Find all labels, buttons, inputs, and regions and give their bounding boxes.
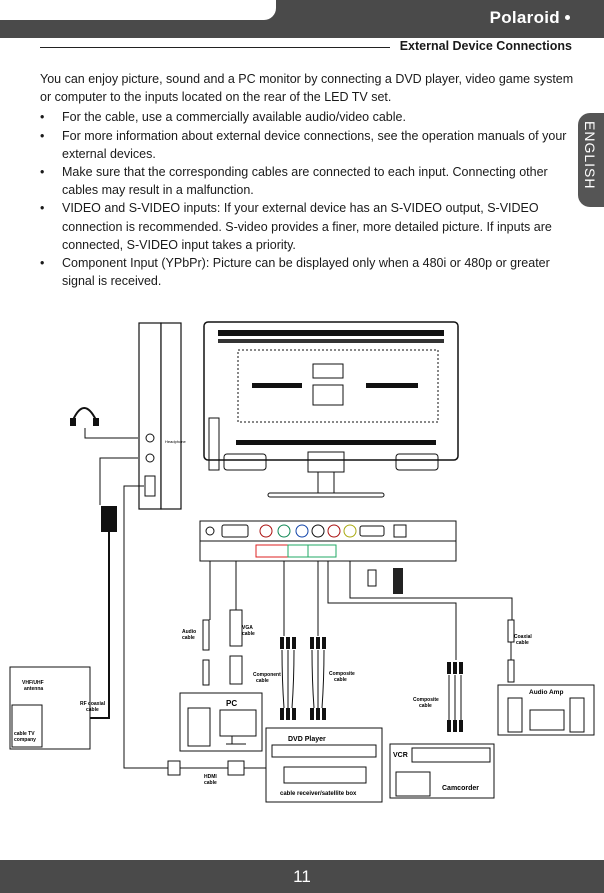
- usb-icon: [367, 569, 377, 587]
- audio-plug-top: [202, 619, 210, 651]
- brand-logo: Polaroid: [489, 8, 560, 27]
- section-title: External Device Connections: [399, 39, 572, 53]
- input-port-strip: [199, 520, 457, 562]
- vcr-box: VCR Camcorder: [389, 743, 495, 799]
- headphone-port-label: Headphone: [165, 439, 186, 444]
- usb-plug: [393, 568, 403, 594]
- antenna-label-1: VHF/UHF: [22, 680, 44, 686]
- rf-line: [90, 532, 110, 719]
- dvd-box: DVD Player cable receiver/satellite box: [265, 727, 383, 803]
- hdmi-label-2: cable: [204, 780, 217, 786]
- dvd-label: DVD Player: [288, 736, 326, 743]
- coaxial-line: [349, 561, 513, 620]
- vga-cable-label-2: cable: [242, 631, 255, 637]
- vga-cable-label-1: VGA: [242, 625, 253, 631]
- cable-tv-label-2: company: [14, 737, 36, 743]
- hdmi-line: [123, 485, 168, 769]
- bullet-item: •VIDEO and S-VIDEO inputs: If your exter…: [40, 201, 552, 252]
- vga-plug-bottom: [229, 655, 243, 685]
- pc-label: PC: [226, 699, 237, 708]
- composite-label-1: Composite: [329, 671, 355, 677]
- footer-bar: 11: [0, 860, 604, 893]
- coaxial-label-1: Coaxial: [514, 634, 532, 640]
- audio-cable-label-2: cable: [182, 635, 195, 641]
- vcr-label: VCR: [393, 752, 408, 759]
- coaxial-plug-bottom: [507, 659, 515, 683]
- language-tab-label: ENGLISH: [582, 121, 598, 190]
- tv-side-panel: Headphone: [138, 322, 186, 510]
- hdmi-cable: HDMI cable: [167, 760, 266, 786]
- audio-plug-bottom: [202, 659, 210, 686]
- rf-label-1: RF coaxial: [80, 701, 106, 707]
- header-tab: [0, 0, 276, 20]
- pc-box: PC: [179, 692, 263, 752]
- bullet-text: For more information about external devi…: [62, 128, 567, 161]
- component-label-2: cable: [256, 678, 269, 684]
- composite-cable-vcr: [447, 662, 463, 732]
- rf-label-2: cable: [86, 707, 99, 713]
- hdmi-label-1: HDMI: [204, 774, 217, 780]
- body-text: You can enjoy picture, sound and a PC mo…: [40, 70, 580, 290]
- audio-amp-box: Audio Amp: [497, 684, 595, 736]
- bullet-text: Component Input (YPbPr): Picture can be …: [62, 256, 550, 289]
- bullet-text: Make sure that the corresponding cables …: [62, 165, 548, 198]
- bullet-text: VIDEO and S-VIDEO inputs: If your extern…: [62, 201, 552, 252]
- composite-vcr-label-1: Composite: [413, 697, 439, 703]
- antenna-label-2: antenna: [24, 686, 43, 692]
- brand-dot: [565, 15, 570, 20]
- audio-line: [99, 457, 138, 505]
- bullet-item: •For more information about external dev…: [40, 128, 567, 161]
- composite-vcr-line: [327, 561, 457, 660]
- bullet-item: •For the cable, use a commercially avail…: [40, 110, 406, 125]
- component-label-1: Component: [253, 672, 281, 678]
- coaxial-label-2: cable: [516, 640, 529, 646]
- cable-box-label: cable receiver/satellite box: [280, 791, 357, 797]
- antenna-box: VHF/UHF antenna cable TV company RF coax…: [9, 666, 106, 750]
- language-tab: ENGLISH: [578, 113, 604, 207]
- audio-plug: [101, 506, 117, 532]
- component-cable: [280, 637, 296, 720]
- composite-cable: [310, 637, 326, 720]
- connection-diagram-svg: Headphone: [9, 321, 595, 803]
- headphone-icon: [70, 407, 138, 439]
- composite-vcr-label-2: cable: [419, 703, 432, 709]
- audio-cable-label-1: Audio: [182, 629, 196, 635]
- composite-label-2: cable: [334, 677, 347, 683]
- camcorder-label: Camcorder: [442, 785, 479, 792]
- bullet-item: •Make sure that the corresponding cables…: [40, 165, 548, 198]
- cable-tv-label-1: cable TV: [14, 731, 35, 737]
- intro-paragraph: You can enjoy picture, sound and a PC mo…: [40, 72, 574, 105]
- bullet-item: •Component Input (YPbPr): Picture can be…: [40, 256, 550, 289]
- bullet-list: •For the cable, use a commercially avail…: [40, 108, 580, 290]
- vga-plug-top: [229, 609, 243, 647]
- connection-diagram: Headphone: [0, 310, 604, 840]
- title-rule: [40, 47, 390, 48]
- bullet-text: For the cable, use a commercially availa…: [62, 110, 406, 125]
- header-bar: Polaroid: [0, 0, 604, 38]
- page-number: 11: [293, 867, 311, 886]
- tv-rear: [203, 321, 459, 498]
- audio-amp-label: Audio Amp: [529, 689, 563, 696]
